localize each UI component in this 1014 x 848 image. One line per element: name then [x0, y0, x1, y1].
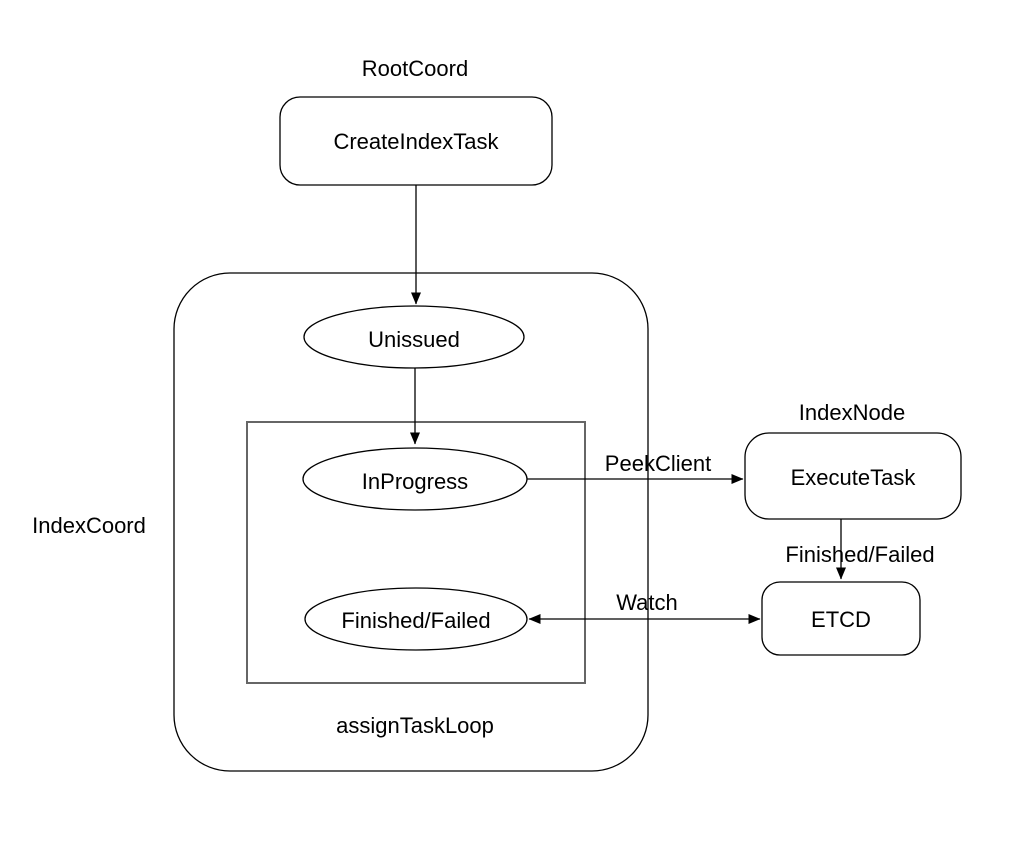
assign-task-loop-container: [246, 421, 586, 684]
node-finished-failed: [304, 587, 528, 651]
edge-finished-failed-label: Finished/Failed: [785, 542, 934, 567]
node-unissued: [303, 305, 525, 369]
node-in-progress: [302, 447, 528, 511]
node-finished-failed-label: Finished/Failed: [341, 608, 490, 633]
node-in-progress-label: InProgress: [362, 469, 468, 494]
edge-watch-label: Watch: [616, 590, 678, 615]
group-index-coord-label: IndexCoord: [32, 513, 146, 538]
node-create-index-task-label: CreateIndexTask: [333, 129, 499, 154]
edge-peek-client-label: PeekClient: [605, 451, 711, 476]
index-coord-container: [173, 272, 649, 772]
node-etcd: [761, 581, 921, 656]
node-create-index-task: [279, 96, 553, 186]
group-root-coord-label: RootCoord: [362, 56, 468, 81]
node-etcd-label: ETCD: [811, 607, 871, 632]
node-unissued-label: Unissued: [368, 327, 460, 352]
group-assign-task-loop-label: assignTaskLoop: [336, 713, 494, 738]
node-execute-task: [744, 432, 962, 520]
group-index-node-label: IndexNode: [799, 400, 905, 425]
node-execute-task-label: ExecuteTask: [791, 465, 917, 490]
